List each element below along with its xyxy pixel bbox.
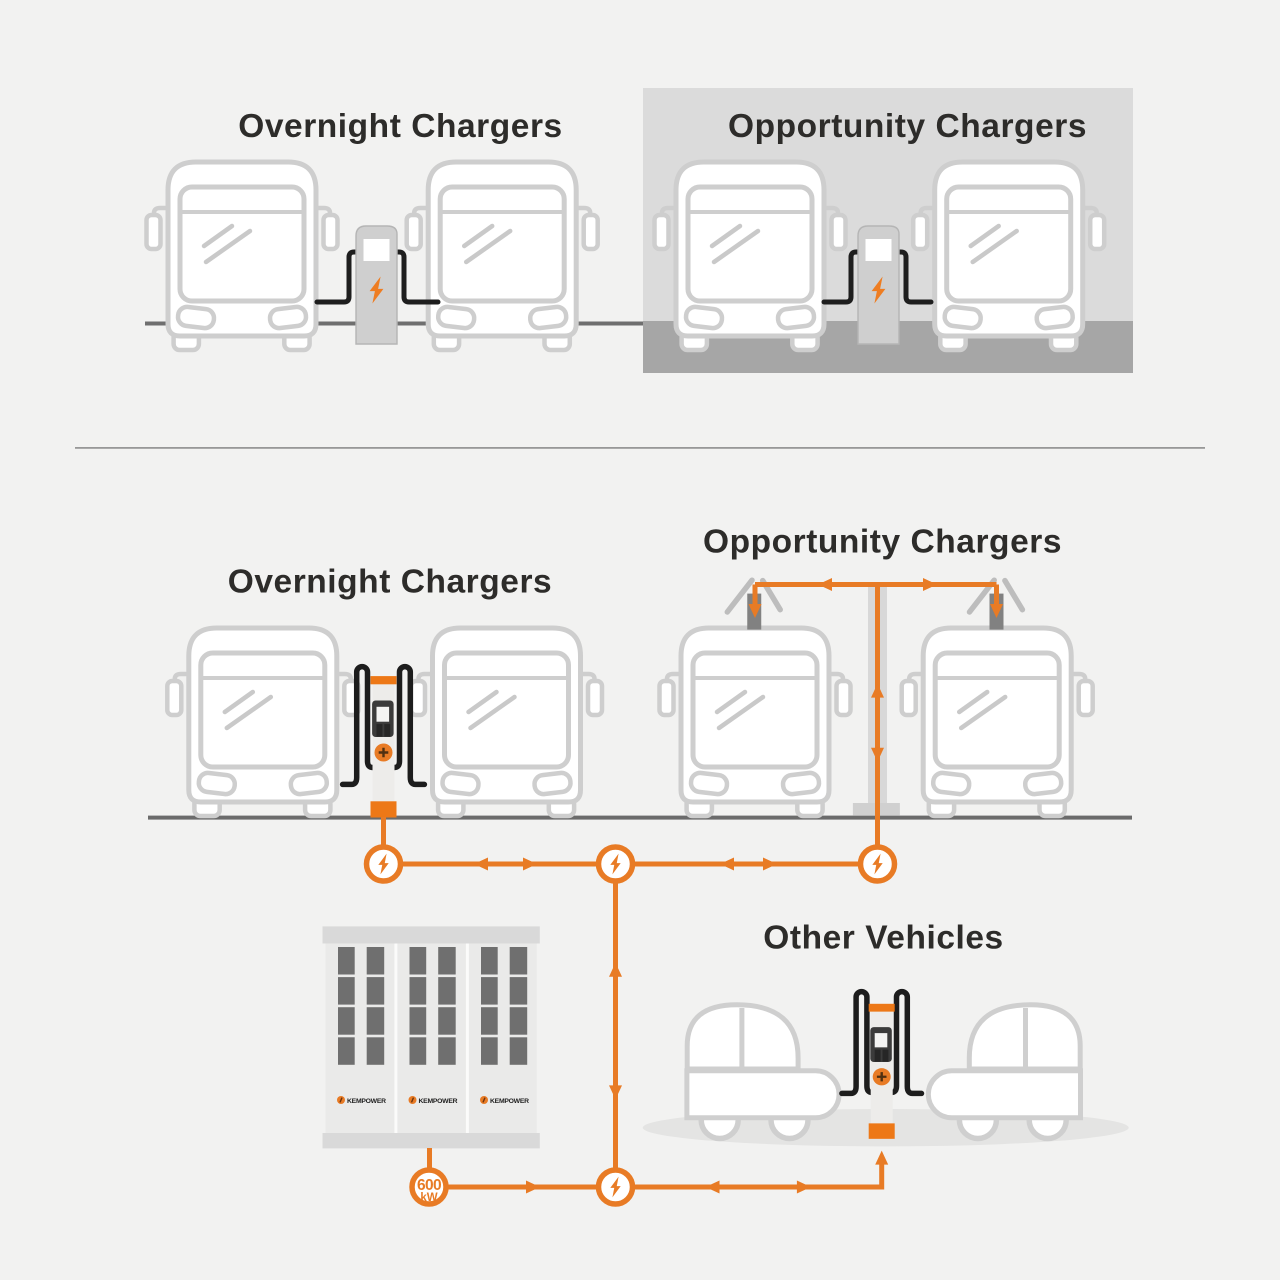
svg-text:Overnight Chargers: Overnight Chargers	[238, 108, 563, 145]
svg-text:Opportunity Chargers: Opportunity Chargers	[728, 108, 1087, 145]
svg-text:Overnight Chargers: Overnight Chargers	[228, 564, 553, 601]
svg-text:600: 600	[417, 1177, 441, 1194]
svg-text:KEMPOWER: KEMPOWER	[347, 1098, 386, 1105]
svg-text:Other Vehicles: Other Vehicles	[763, 919, 1003, 956]
svg-text:kW: kW	[420, 1192, 437, 1204]
svg-text:Opportunity Chargers: Opportunity Chargers	[703, 524, 1062, 561]
